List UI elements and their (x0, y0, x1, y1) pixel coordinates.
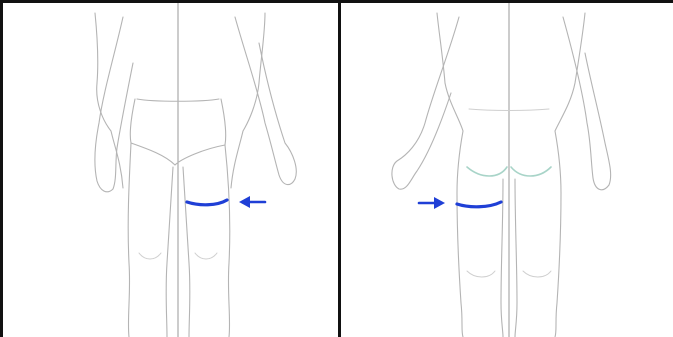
front-view-panel (0, 0, 341, 337)
back-left-gluteal-fold (467, 167, 507, 176)
back-torso-right-contour (555, 13, 585, 131)
back-right-leg-outer (555, 193, 561, 337)
front-right-knee (195, 253, 217, 259)
front-torso-left-contour (95, 13, 123, 188)
front-thigh-marker-line (187, 200, 227, 205)
front-right-leg-inner (183, 167, 190, 337)
front-left-leg-outer (128, 143, 131, 337)
front-view-drawing (3, 3, 338, 337)
arrow-right-icon (419, 197, 445, 209)
front-left-arm (95, 17, 133, 192)
back-right-arm (563, 17, 611, 190)
front-hip-right (221, 99, 226, 145)
front-right-arm (235, 17, 296, 185)
back-hip-left (457, 131, 463, 193)
back-left-leg-outer (457, 193, 463, 337)
arrow-left-icon (239, 196, 265, 208)
back-right-gluteal-fold (511, 167, 551, 176)
back-thigh-marker-line (457, 202, 501, 207)
back-view-drawing (341, 3, 673, 337)
back-left-knee (467, 271, 495, 277)
back-view-panel (341, 0, 673, 337)
back-hip-right (555, 131, 561, 193)
back-right-leg-inner (515, 179, 517, 337)
front-left-leg-inner (166, 167, 173, 337)
back-left-arm (392, 17, 459, 189)
front-left-knee (139, 253, 161, 259)
front-right-leg-outer (225, 145, 230, 337)
front-hip-left (130, 99, 135, 143)
back-right-knee (523, 271, 551, 277)
